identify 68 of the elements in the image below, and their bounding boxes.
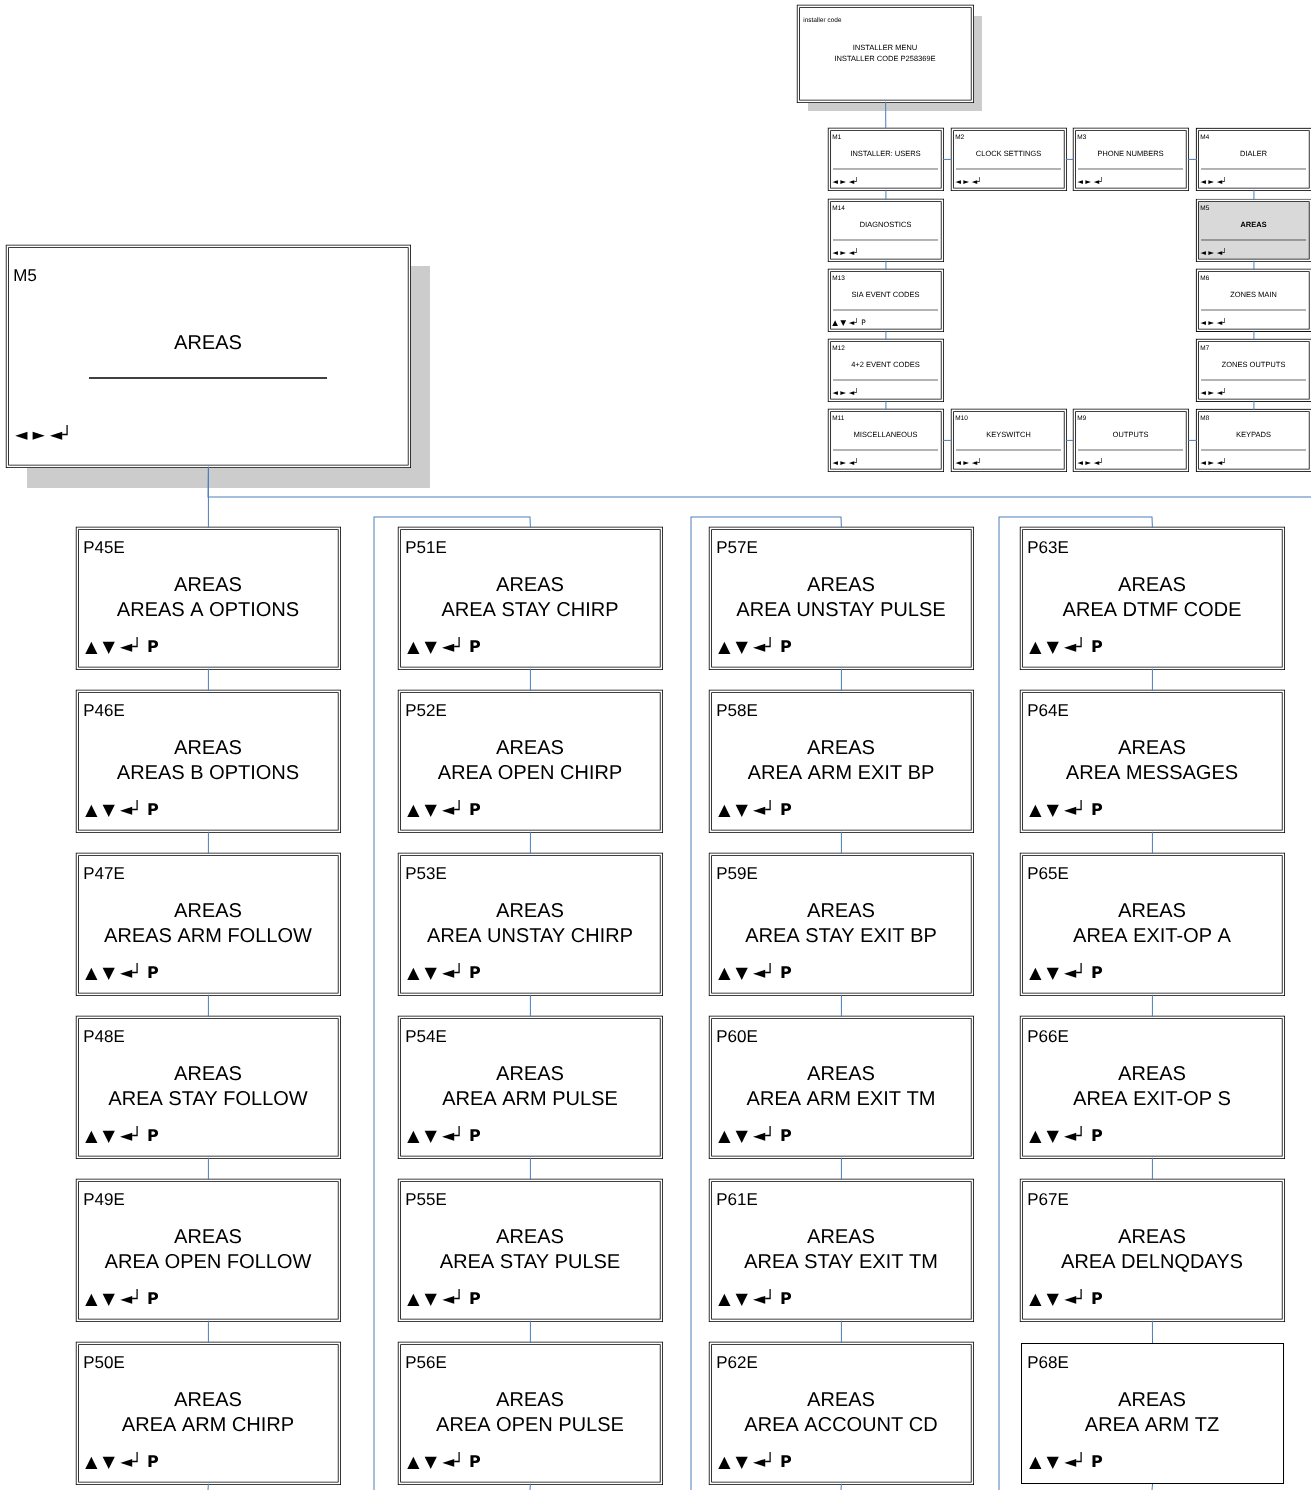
menu-box: P60E AREAS AREA ARM EXIT TM ▲ ▼ ◄┘ P	[708, 1015, 974, 1159]
menu-box: P62E AREAS AREA ACCOUNT CD ▲ ▼ ◄┘ P	[708, 1341, 974, 1485]
connector-line	[885, 101, 887, 130]
connector-line	[1151, 831, 1153, 855]
connector-line	[840, 668, 842, 692]
connector-line	[840, 994, 842, 1018]
connector-line	[207, 1320, 209, 1344]
menu-box: P56E AREAS AREA OPEN PULSE ▲ ▼ ◄┘ P	[397, 1341, 663, 1485]
menu-box: P47E AREAS AREAS ARM FOLLOW ▲ ▼ ◄┘ P	[75, 852, 341, 996]
menu-box: P68E AREAS AREA ARM TZ ▲ ▼ ◄┘ P	[1021, 1343, 1284, 1484]
menu-box: P58E AREAS AREA ARM EXIT BP ▲ ▼ ◄┘ P	[708, 689, 974, 833]
menu-box: P49E AREAS AREA OPEN FOLLOW ▲ ▼ ◄┘ P	[75, 1178, 341, 1322]
connector-line	[207, 1157, 209, 1181]
connector-line	[529, 994, 531, 1018]
menu-box: P67E AREAS AREA DELNQDAYS ▲ ▼ ◄┘ P	[1019, 1178, 1285, 1322]
menu-box: P50E AREAS AREA ARM CHIRP ▲ ▼ ◄┘ P	[75, 1341, 341, 1485]
menu-box: P52E AREAS AREA OPEN CHIRP ▲ ▼ ◄┘ P	[397, 689, 663, 833]
connector-line	[1187, 158, 1198, 160]
menu-box: P45E AREAS AREAS A OPTIONS ▲ ▼ ◄┘ P	[75, 526, 341, 670]
connector-line	[207, 1483, 209, 1490]
connector-line	[885, 189, 887, 201]
menu-box: P59E AREAS AREA STAY EXIT BP ▲ ▼ ◄┘ P	[708, 852, 974, 996]
connector-line	[1253, 260, 1255, 271]
connector-line	[840, 1483, 842, 1490]
connector-line	[1065, 439, 1075, 441]
connector-line	[1187, 439, 1198, 441]
connector-line	[207, 994, 209, 1018]
connector-line	[529, 1483, 531, 1490]
connector-line	[942, 439, 953, 441]
menu-box: P61E AREAS AREA STAY EXIT TM ▲ ▼ ◄┘ P	[708, 1178, 974, 1322]
connector-line	[529, 831, 531, 855]
connector-line	[998, 516, 1153, 1490]
connector-line	[529, 1320, 531, 1344]
connector-line	[1151, 1483, 1153, 1490]
connector-line	[840, 1320, 842, 1344]
menu-box: M5 AREAS ◄ ► ◄┘	[5, 244, 430, 488]
menu-box: P51E AREAS AREA STAY CHIRP ▲ ▼ ◄┘ P	[397, 526, 663, 670]
menu-box: P66E AREAS AREA EXIT-OP S ▲ ▼ ◄┘ P	[1019, 1015, 1285, 1159]
connector-line	[1253, 400, 1255, 411]
connector-line	[207, 466, 1311, 498]
connector-line	[1151, 668, 1153, 692]
connector-line	[1151, 1157, 1153, 1181]
connector-line	[942, 158, 953, 160]
connector-line	[885, 330, 887, 341]
menu-box: P46E AREAS AREAS B OPTIONS ▲ ▼ ◄┘ P	[75, 689, 341, 833]
connector-line	[840, 831, 842, 855]
menu-box: P55E AREAS AREA STAY PULSE ▲ ▼ ◄┘ P	[397, 1178, 663, 1322]
menu-box: P48E AREAS AREA STAY FOLLOW ▲ ▼ ◄┘ P	[75, 1015, 341, 1159]
menu-box: P64E AREAS AREA MESSAGES ▲ ▼ ◄┘ P	[1019, 689, 1285, 833]
connector-line	[373, 516, 531, 1490]
connector-line	[1253, 189, 1255, 201]
connector-line	[1151, 994, 1153, 1018]
connector-line	[207, 668, 209, 692]
connector-line	[1151, 1320, 1153, 1344]
connector-line	[1253, 330, 1255, 341]
connector-line	[207, 831, 209, 855]
connector-line	[1065, 158, 1075, 160]
menu-box: P63E AREAS AREA DTMF CODE ▲ ▼ ◄┘ P	[1019, 526, 1285, 670]
menu-box: P54E AREAS AREA ARM PULSE ▲ ▼ ◄┘ P	[397, 1015, 663, 1159]
connector-line	[885, 260, 887, 271]
menu-box: P53E AREAS AREA UNSTAY CHIRP ▲ ▼ ◄┘ P	[397, 852, 663, 996]
connector-line	[885, 400, 887, 411]
connector-line	[529, 668, 531, 692]
connector-line	[529, 1157, 531, 1181]
connector-line	[690, 516, 842, 1490]
menu-box: P65E AREAS AREA EXIT-OP A ▲ ▼ ◄┘ P	[1019, 852, 1285, 996]
connector-line	[840, 1157, 842, 1181]
menu-box: P57E AREAS AREA UNSTAY PULSE ▲ ▼ ◄┘ P	[708, 526, 974, 670]
